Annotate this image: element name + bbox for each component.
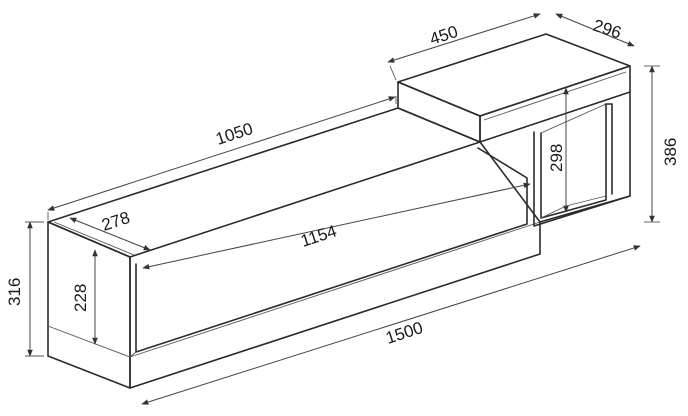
dim-label-386: 386 xyxy=(661,138,680,166)
dim-label-278: 278 xyxy=(99,208,132,235)
dim-label-228: 228 xyxy=(71,284,90,312)
plinth-top xyxy=(129,221,541,358)
dimension-228: 228 xyxy=(71,249,98,345)
lower-cabinet xyxy=(47,107,541,389)
dim-label-296: 296 xyxy=(591,16,624,43)
plinth-left xyxy=(47,325,131,358)
dimension-1154: 1154 xyxy=(142,182,531,270)
dimension-296: 296 xyxy=(555,13,635,47)
plinth-line xyxy=(129,351,137,358)
dimension-386: 386 xyxy=(644,65,680,223)
right-shelf-unit xyxy=(533,91,631,227)
dim-label-316: 316 xyxy=(5,278,24,306)
upper-left-face xyxy=(397,81,481,143)
dim-label-1500: 1500 xyxy=(383,318,425,348)
dimension-278: 278 xyxy=(69,208,151,251)
shelf-outer xyxy=(533,91,631,227)
dimension-450: 450 xyxy=(387,13,541,81)
dim-label-1154: 1154 xyxy=(298,221,339,250)
shelf-inner-back xyxy=(565,195,607,207)
dimension-298: 298 xyxy=(547,87,569,213)
shelf-inner-floor xyxy=(540,205,567,219)
dimension-1050: 1050 xyxy=(47,96,397,220)
dim-label-298: 298 xyxy=(547,144,566,172)
shelf-inner-opening xyxy=(540,103,607,219)
dimension-316: 316 xyxy=(5,221,44,357)
upper-front-inner xyxy=(483,71,627,121)
shelf-inner-top xyxy=(540,103,607,134)
dim-label-450: 450 xyxy=(427,22,460,49)
shelf-bottom xyxy=(539,195,631,223)
cabinet-front-face xyxy=(129,141,541,389)
upper-box xyxy=(397,33,631,143)
